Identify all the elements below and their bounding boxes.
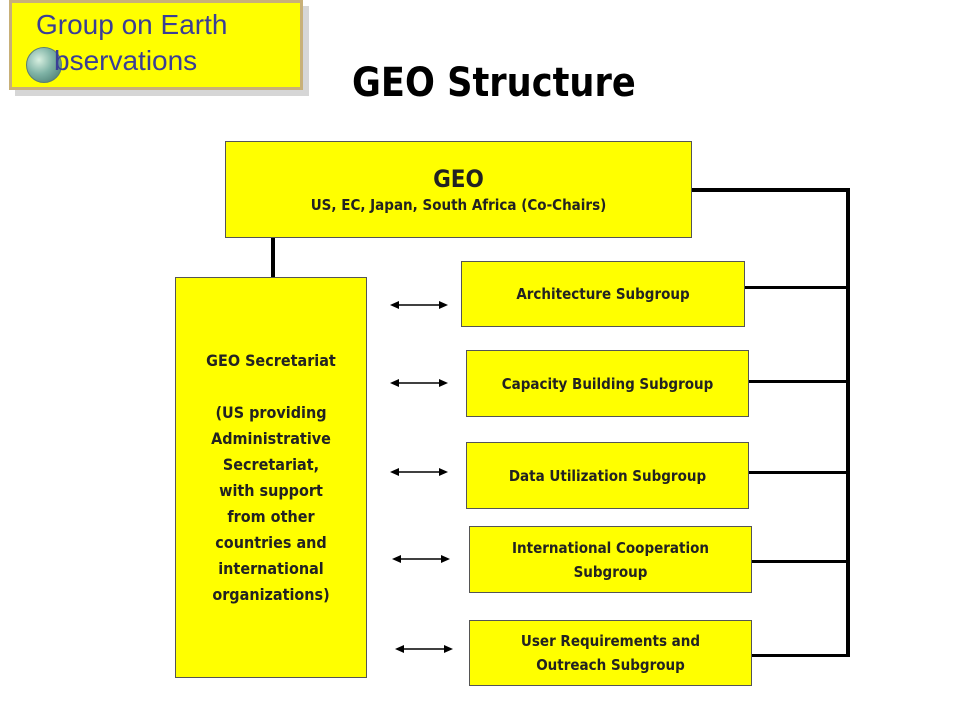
secretariat-line: with support <box>219 480 323 500</box>
subgroup-label: Capacity Building Subgroup <box>501 374 714 393</box>
page-title: GEO Structure <box>352 60 636 106</box>
subgroup-label: User Requirements and <box>520 632 701 650</box>
connector-intl <box>752 560 850 563</box>
secretariat-line: Secretariat, <box>222 454 320 474</box>
double-arrow-icon <box>390 468 448 476</box>
connector-geo-to-right <box>692 188 850 192</box>
logo-line-2: bservations <box>54 45 198 76</box>
double-arrow-icon <box>392 555 450 563</box>
subgroup-label: International Cooperation <box>512 538 709 557</box>
double-arrow-icon <box>390 301 448 309</box>
subgroup-user-requirements: User Requirements and Outreach Subgroup <box>469 620 752 686</box>
secretariat-line: international <box>218 558 324 578</box>
geo-logo: Group on Earth bservations <box>9 0 303 90</box>
secretariat-line: from other <box>227 506 315 526</box>
connector-data <box>749 471 850 474</box>
secretariat-line: GEO Secretariat <box>206 350 336 370</box>
subgroup-capacity-building: Capacity Building Subgroup <box>466 350 749 417</box>
connector-geo-to-secretariat <box>271 238 275 277</box>
secretariat-line: countries and <box>215 532 327 552</box>
subgroup-data-utilization: Data Utilization Subgroup <box>466 442 749 509</box>
subgroup-label: Architecture Subgroup <box>516 285 690 303</box>
connector-arch <box>745 286 850 289</box>
secretariat-box: GEO Secretariat (US providing Administra… <box>175 277 367 678</box>
connector-user <box>752 654 850 657</box>
secretariat-line: (US providing <box>215 402 327 422</box>
subgroup-architecture: Architecture Subgroup <box>461 261 745 327</box>
subgroup-international-cooperation: International Cooperation Subgroup <box>469 526 752 593</box>
subgroup-label: Data Utilization Subgroup <box>508 466 707 485</box>
geo-co-chairs: US, EC, Japan, South Africa (Co-Chairs) <box>310 195 607 214</box>
secretariat-line: Administrative <box>211 428 331 448</box>
double-arrow-icon <box>390 379 448 387</box>
geo-box: GEO US, EC, Japan, South Africa (Co-Chai… <box>225 141 692 238</box>
geo-name: GEO <box>433 164 484 193</box>
subgroup-label: Outreach Subgroup <box>536 656 685 674</box>
logo-line-1: Group on Earth <box>36 9 228 40</box>
connector-right-vertical <box>846 188 850 657</box>
secretariat-line: organizations) <box>212 584 330 604</box>
globe-icon <box>26 47 62 83</box>
connector-cap <box>749 380 850 383</box>
double-arrow-icon <box>395 645 453 653</box>
subgroup-label: Subgroup <box>573 562 648 581</box>
